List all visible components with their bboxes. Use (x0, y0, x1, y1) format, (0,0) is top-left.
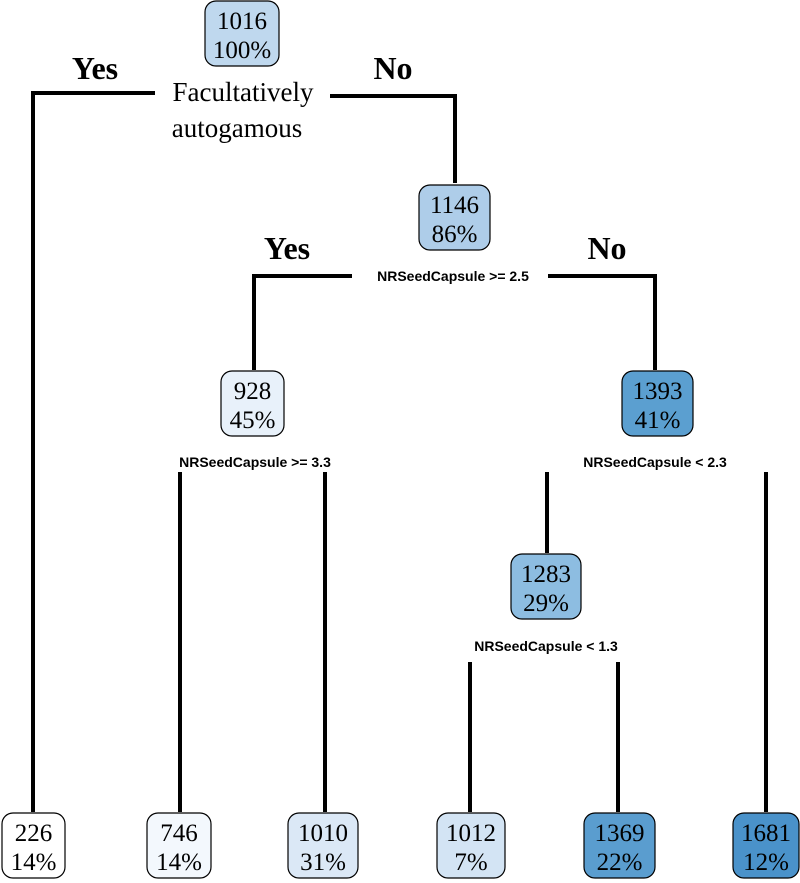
split-label-1146: NRSeedCapsule >= 2.5 (377, 268, 529, 284)
node-box (220, 370, 285, 437)
edge-root-no (330, 94, 457, 183)
node-box (510, 553, 582, 620)
node-percent: 100% (213, 37, 271, 64)
node-value: 746 (160, 820, 198, 847)
node-box (418, 184, 491, 251)
node-value: 1012 (446, 820, 496, 847)
node-value: 1016 (217, 8, 267, 35)
node-percent: 31% (300, 849, 346, 876)
node-box (1, 812, 66, 879)
split-label-root-line2: autogamous (172, 113, 302, 143)
node-percent: 86% (432, 221, 478, 248)
node-value: 1010 (298, 820, 348, 847)
node-box (204, 0, 280, 67)
node-box (146, 812, 212, 879)
node-value: 1369 (595, 820, 645, 847)
node-box (287, 812, 359, 879)
node-percent: 12% (743, 849, 789, 876)
branch-label-root-yes: Yes (72, 50, 118, 86)
branch-label-1146-yes: Yes (264, 230, 310, 266)
node-box (583, 812, 656, 879)
node-percent: 7% (454, 849, 487, 876)
node-percent: 22% (597, 849, 643, 876)
edge-root-yes (31, 91, 155, 812)
node-value: 226 (15, 820, 53, 847)
tree-edges (31, 91, 768, 812)
edge-1146-no (548, 274, 657, 370)
node-value: 1681 (741, 820, 791, 847)
node-percent: 14% (11, 849, 57, 876)
node-box (732, 812, 800, 879)
branch-label-1146-no: No (587, 230, 626, 266)
node-box (621, 370, 694, 437)
node-percent: 41% (635, 407, 681, 434)
split-label-1283: NRSeedCapsule < 1.3 (474, 638, 618, 654)
split-label-928: NRSeedCapsule >= 3.3 (179, 454, 331, 470)
node-value: 1393 (633, 378, 683, 405)
node-percent: 45% (230, 407, 276, 434)
node-value: 1146 (430, 192, 479, 219)
node-percent: 14% (156, 849, 202, 876)
node-percent: 29% (523, 590, 569, 617)
split-label-root-line1: Facultatively (173, 77, 314, 107)
node-value: 1283 (521, 561, 571, 588)
branch-label-root-no: No (373, 50, 412, 86)
split-label-1393: NRSeedCapsule < 2.3 (583, 454, 727, 470)
edge-1146-yes (252, 274, 352, 370)
node-value: 928 (234, 378, 272, 405)
node-box (436, 812, 506, 879)
